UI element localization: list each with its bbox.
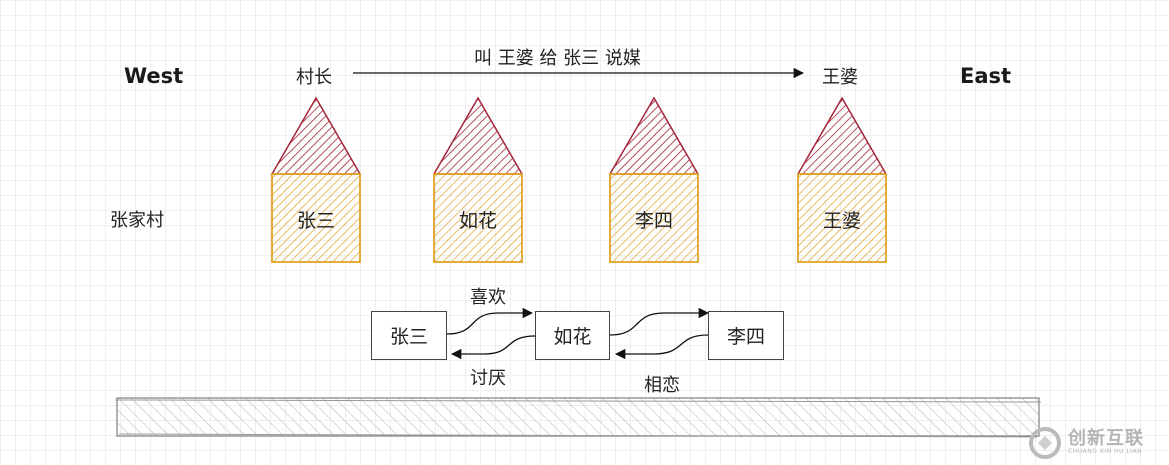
watermark-text: 创新互联 xyxy=(1068,427,1144,449)
watermark-text-block: 创新互联 CHUANG XIN HU LIAN xyxy=(1068,427,1144,456)
house-label-zhangsan: 张三 xyxy=(296,210,335,232)
house-wangpo xyxy=(796,96,888,263)
watermark-subtext: CHUANG XIN HU LIAN xyxy=(1068,447,1143,455)
node-ruhua: 如花 xyxy=(535,311,610,360)
message-text: 叫 王婆 给 张三 说媒 xyxy=(474,48,641,69)
watermark-logo: 创新互联 CHUANG XIN HU LIAN xyxy=(1028,420,1169,465)
edge-label-likes: 喜欢 xyxy=(470,287,506,308)
west-label: West xyxy=(124,64,184,88)
east-label: East xyxy=(960,64,1012,88)
message-receiver: 王婆 xyxy=(822,67,858,88)
watermark-logo-icon xyxy=(1029,426,1061,459)
arrow-love-back xyxy=(614,334,709,360)
edge-label-dislikes: 讨厌 xyxy=(470,368,506,389)
house-label-wangpo: 王婆 xyxy=(822,210,861,232)
village-name: 张家村 xyxy=(110,210,164,231)
house-label-lisi: 李四 xyxy=(634,210,673,232)
house-zhangsan xyxy=(270,96,362,263)
node-zhangsan: 张三 xyxy=(371,311,447,360)
message-sender: 村长 xyxy=(296,67,332,88)
house-label-ruhua: 如花 xyxy=(458,210,497,232)
edge-label-love: 相恋 xyxy=(644,375,680,396)
house-ruhua xyxy=(432,96,524,263)
arrow-likes xyxy=(446,307,534,335)
node-lisi: 李四 xyxy=(708,311,784,360)
house-lisi xyxy=(608,96,700,263)
ground-strip xyxy=(116,397,1040,437)
arrow-love-forward xyxy=(609,307,710,336)
arrow-dislikes xyxy=(450,335,536,360)
